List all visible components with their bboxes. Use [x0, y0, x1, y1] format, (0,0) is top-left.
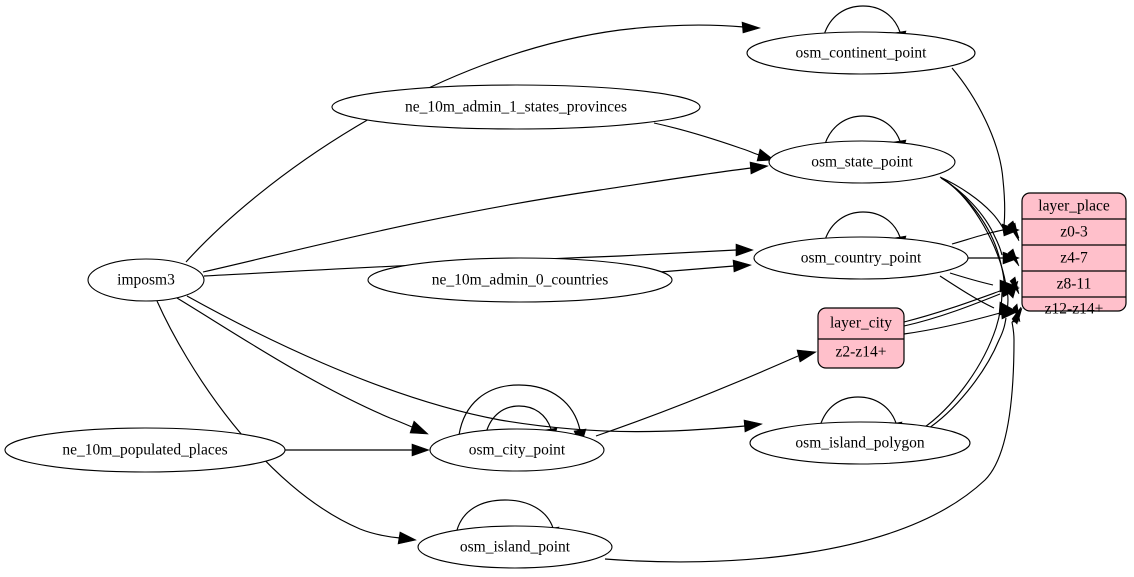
node-ne-10m-admin-1-states-provinces[interactable]: ne_10m_admin_1_states_provinces	[331, 84, 701, 130]
edge-osm-state-point-to-layer-place-z8-11	[942, 178, 1020, 295]
table-layer-place-row-z0-3[interactable]: z0-3	[1060, 224, 1088, 241]
node-osm-continent-point[interactable]: osm_continent_point	[746, 31, 976, 75]
node-osm-island-point[interactable]: osm_island_point	[417, 525, 613, 569]
node-imposm3-label: imposm3	[117, 272, 175, 289]
edge-osm-island-point-to-layer-place-z12-z14	[604, 307, 1023, 563]
table-layer-place-row-z8-11[interactable]: z8-11	[1057, 276, 1092, 293]
table-layer-city-row-z2-z14[interactable]: z2-z14+	[836, 344, 887, 361]
table-layer-city-body	[817, 307, 905, 369]
edge-osm-island-polygon-to-layer-place-z12-z14	[925, 306, 1022, 431]
node-osm-country-point-label: osm_country_point	[801, 250, 922, 267]
table-layer: layer_place z0-3 z4-7 z8-11 z12-z14+ lay…	[817, 192, 1127, 369]
edge-imposm3-to-osm-island-point	[156, 300, 417, 545]
edge-osm-country-point-to-layer-place-z4-7	[968, 251, 1020, 265]
node-osm-state-point-label: osm_state_point	[811, 154, 913, 171]
edge-osm-city-point-to-layer-city	[595, 349, 817, 437]
node-ne-10m-populated-places-label: ne_10m_populated_places	[62, 442, 227, 459]
table-layer-place[interactable]: layer_place z0-3 z4-7 z8-11 z12-z14+	[1021, 192, 1127, 318]
edge-imposm3-to-osm-island-polygon	[186, 295, 763, 433]
table-layer-city[interactable]: layer_city z2-z14+	[817, 307, 905, 369]
node-osm-island-polygon-label: osm_island_polygon	[795, 435, 924, 452]
table-layer-place-row-z12-z14[interactable]: z12-z14+	[1045, 301, 1104, 318]
node-osm-state-point[interactable]: osm_state_point	[768, 140, 956, 184]
node-osm-continent-point-label: osm_continent_point	[796, 45, 928, 62]
edge-ne-populated-places-to-osm-city-point	[285, 443, 430, 457]
edge-layer-city-to-layer-place-z8-11-alt	[903, 293, 1001, 327]
node-osm-country-point[interactable]: osm_country_point	[753, 236, 969, 280]
node-osm-city-point[interactable]: osm_city_point	[429, 428, 605, 472]
edge-osm-country-point-to-layer-place-z0-3	[951, 223, 1020, 245]
edge-layer-city-to-layer-place-z12-z14	[903, 306, 1020, 335]
node-imposm3[interactable]: imposm3	[87, 258, 205, 302]
node-ne-10m-admin-0-countries-label: ne_10m_admin_0_countries	[432, 272, 609, 289]
edge-ne-admin0-to-osm-country-point	[659, 259, 752, 273]
node-osm-island-polygon[interactable]: osm_island_polygon	[749, 421, 971, 465]
table-layer-city-title: layer_city	[830, 315, 892, 332]
table-layer-place-row-z4-7[interactable]: z4-7	[1060, 250, 1088, 267]
node-layer: imposm3 ne_10m_admin_1_states_provinces …	[4, 31, 976, 569]
node-ne-10m-admin-0-countries[interactable]: ne_10m_admin_0_countries	[367, 257, 673, 303]
node-ne-10m-admin-1-states-provinces-label: ne_10m_admin_1_states_provinces	[405, 99, 627, 116]
edge-ne-admin1-to-osm-state-point	[653, 122, 775, 162]
edge-imposm3-to-osm-continent-point	[185, 21, 762, 263]
node-ne-10m-populated-places[interactable]: ne_10m_populated_places	[4, 427, 286, 473]
edge-imposm3-to-osm-state-point	[202, 161, 769, 273]
table-layer-place-title: layer_place	[1038, 198, 1110, 215]
edge-osm-island-polygon-to-layer-place-z8-11	[921, 280, 1019, 430]
edge-layer-city-to-layer-place-z8-11	[903, 284, 1020, 323]
node-osm-island-point-label: osm_island_point	[460, 539, 571, 556]
edge-osm-continent-point-to-layer-place-z0-3	[951, 67, 1020, 242]
node-osm-city-point-label: osm_city_point	[469, 442, 566, 459]
edge-imposm3-to-osm-city-point	[176, 297, 429, 435]
table-layer-place-body	[1021, 192, 1127, 312]
